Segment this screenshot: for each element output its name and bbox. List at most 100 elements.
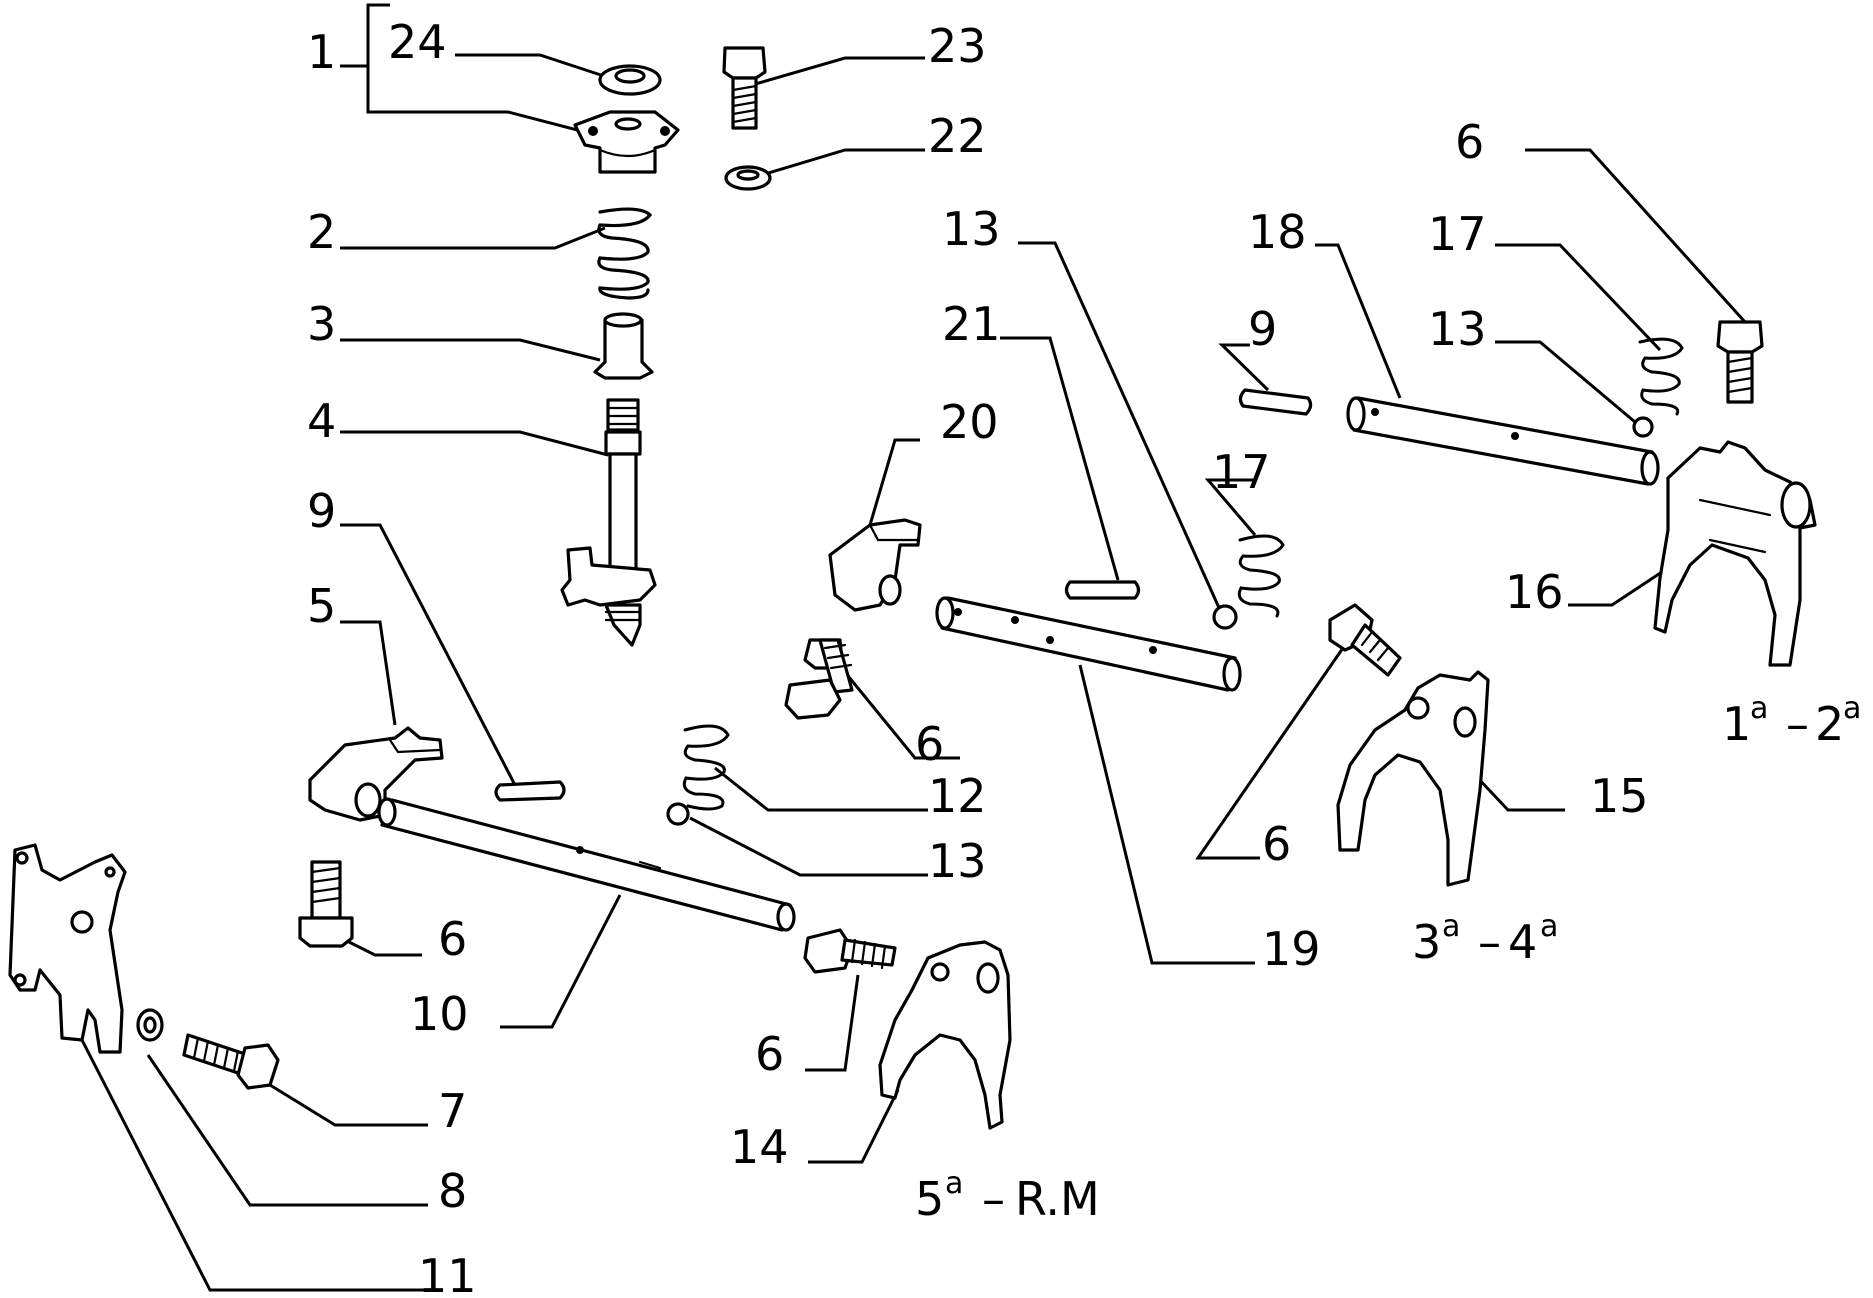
- leader-23: [751, 56, 925, 87]
- leader-20: [868, 438, 920, 526]
- lever-11: [8, 843, 127, 1054]
- shift-fork-16: [1653, 440, 1817, 667]
- pin-9-left: [494, 780, 566, 802]
- gear-label-5-rm-second: R.M: [1015, 1172, 1100, 1226]
- callout-18: 18: [1248, 205, 1307, 259]
- callout-9-left: 9: [307, 484, 336, 538]
- callout-2: 2: [307, 205, 336, 259]
- callout-3: 3: [307, 297, 336, 351]
- bolt-7: [182, 1033, 280, 1090]
- callout-14: 14: [730, 1120, 789, 1174]
- callout-9-right: 9: [1248, 302, 1277, 356]
- leader-12: [714, 766, 928, 812]
- leader-14: [808, 1089, 900, 1164]
- callout-20: 20: [940, 395, 999, 449]
- gear-label-3-4-dash: –: [1478, 915, 1501, 969]
- bolt-6-mid: [784, 638, 854, 720]
- gear-label-1-2-second-sup: a: [1843, 691, 1861, 726]
- gear-label-1-2-first: 1: [1722, 697, 1751, 751]
- leader-6c: [805, 974, 860, 1072]
- callout-6-lower: 6: [755, 1027, 784, 1081]
- pin-9-right: [1238, 388, 1313, 416]
- shift-fork-14: [878, 940, 1012, 1130]
- leader-13c: [1495, 340, 1636, 424]
- leader-3: [340, 338, 601, 362]
- leader-6e: [1525, 148, 1747, 324]
- callout-5: 5: [307, 579, 336, 633]
- callout-15: 15: [1590, 769, 1649, 823]
- gear-label-1-2: 1 a – 2 a: [1722, 691, 1861, 751]
- callout-labels: 1 24 23 22 2 3 4 9 5 13 21 20 18 9 17 6 …: [307, 15, 1649, 1298]
- gear-label-3-4: 3 a – 4 a: [1412, 909, 1558, 969]
- leader-18: [1315, 243, 1402, 399]
- callout-21: 21: [942, 297, 1001, 351]
- callout-6-top-right: 6: [1455, 115, 1484, 169]
- gear-label-5-rm-first-sup: a: [945, 1166, 963, 1201]
- leader-9a: [340, 523, 517, 786]
- leader-24: [455, 53, 611, 80]
- leader-1: [340, 3, 390, 68]
- leader-19: [1078, 664, 1255, 965]
- shift-fork-15: [1336, 670, 1490, 887]
- leader-10: [500, 894, 622, 1029]
- callout-22: 22: [928, 109, 987, 163]
- callout-19: 19: [1262, 922, 1321, 976]
- spring-12: [682, 724, 730, 811]
- flange-cap-1: [573, 110, 680, 174]
- gear-label-1-2-first-sup: a: [1750, 691, 1768, 726]
- bolt-6-left: [298, 860, 354, 948]
- leader-11: [80, 1039, 428, 1292]
- washer-24: [598, 64, 662, 96]
- gear-label-3-4-first: 3: [1412, 915, 1441, 969]
- callout-6-right-mid: 6: [1262, 817, 1291, 871]
- gear-label-1-2-second: 2: [1815, 697, 1844, 751]
- leader-2: [340, 226, 606, 250]
- callout-6-mid: 6: [915, 717, 944, 771]
- leader-22: [761, 148, 925, 177]
- leader-15: [1473, 773, 1565, 812]
- leader-7: [269, 1083, 428, 1127]
- leader-13a: [1018, 241, 1222, 611]
- bolt-6-lower: [803, 928, 897, 974]
- bolt-6-right-mid: [1328, 603, 1402, 677]
- leader-6d: [1195, 644, 1347, 860]
- gear-label-1-2-dash: –: [1786, 697, 1809, 751]
- gear-label-5-rm-first: 5: [915, 1172, 944, 1226]
- leader-16: [1568, 566, 1669, 607]
- callout-16: 16: [1505, 565, 1564, 619]
- callout-13-top: 13: [942, 202, 1001, 256]
- ball-13-lower: [666, 802, 690, 826]
- leader-17a: [1495, 243, 1662, 352]
- leader-21: [1000, 336, 1120, 581]
- shift-rod-18: [1346, 396, 1660, 486]
- bolt-6-right-top: [1716, 320, 1764, 404]
- shift-rod-10: [377, 797, 796, 932]
- callout-11: 11: [418, 1249, 477, 1298]
- gear-label-5-rm: 5 a – R.M: [915, 1166, 1100, 1226]
- leader-5: [340, 620, 397, 726]
- gear-label-3-4-first-sup: a: [1442, 909, 1460, 944]
- leader-17b: [1204, 478, 1257, 536]
- spring-2: [597, 207, 653, 300]
- washer-22: [724, 165, 772, 191]
- leader-4: [340, 430, 609, 457]
- callout-13-lower: 13: [928, 834, 987, 888]
- leader-8: [146, 1054, 428, 1207]
- spring-17-mid: [1237, 534, 1285, 618]
- leader-13b: [689, 816, 928, 877]
- gear-label-3-4-second-sup: a: [1540, 909, 1558, 944]
- callout-24: 24: [388, 15, 447, 69]
- callout-8: 8: [438, 1164, 467, 1218]
- gear-label-3-4-second: 4: [1508, 915, 1537, 969]
- callout-13-right: 13: [1428, 302, 1487, 356]
- ball-13-center: [1212, 604, 1238, 630]
- ball-13-right: [1632, 416, 1654, 438]
- callout-7: 7: [438, 1084, 467, 1138]
- washer-8: [136, 1008, 164, 1042]
- callout-17-mid: 17: [1212, 445, 1271, 499]
- leader-9b: [1218, 343, 1270, 392]
- shift-rod-19: [935, 596, 1242, 692]
- selector-block-20: [828, 518, 922, 612]
- selector-block-5: [308, 726, 444, 822]
